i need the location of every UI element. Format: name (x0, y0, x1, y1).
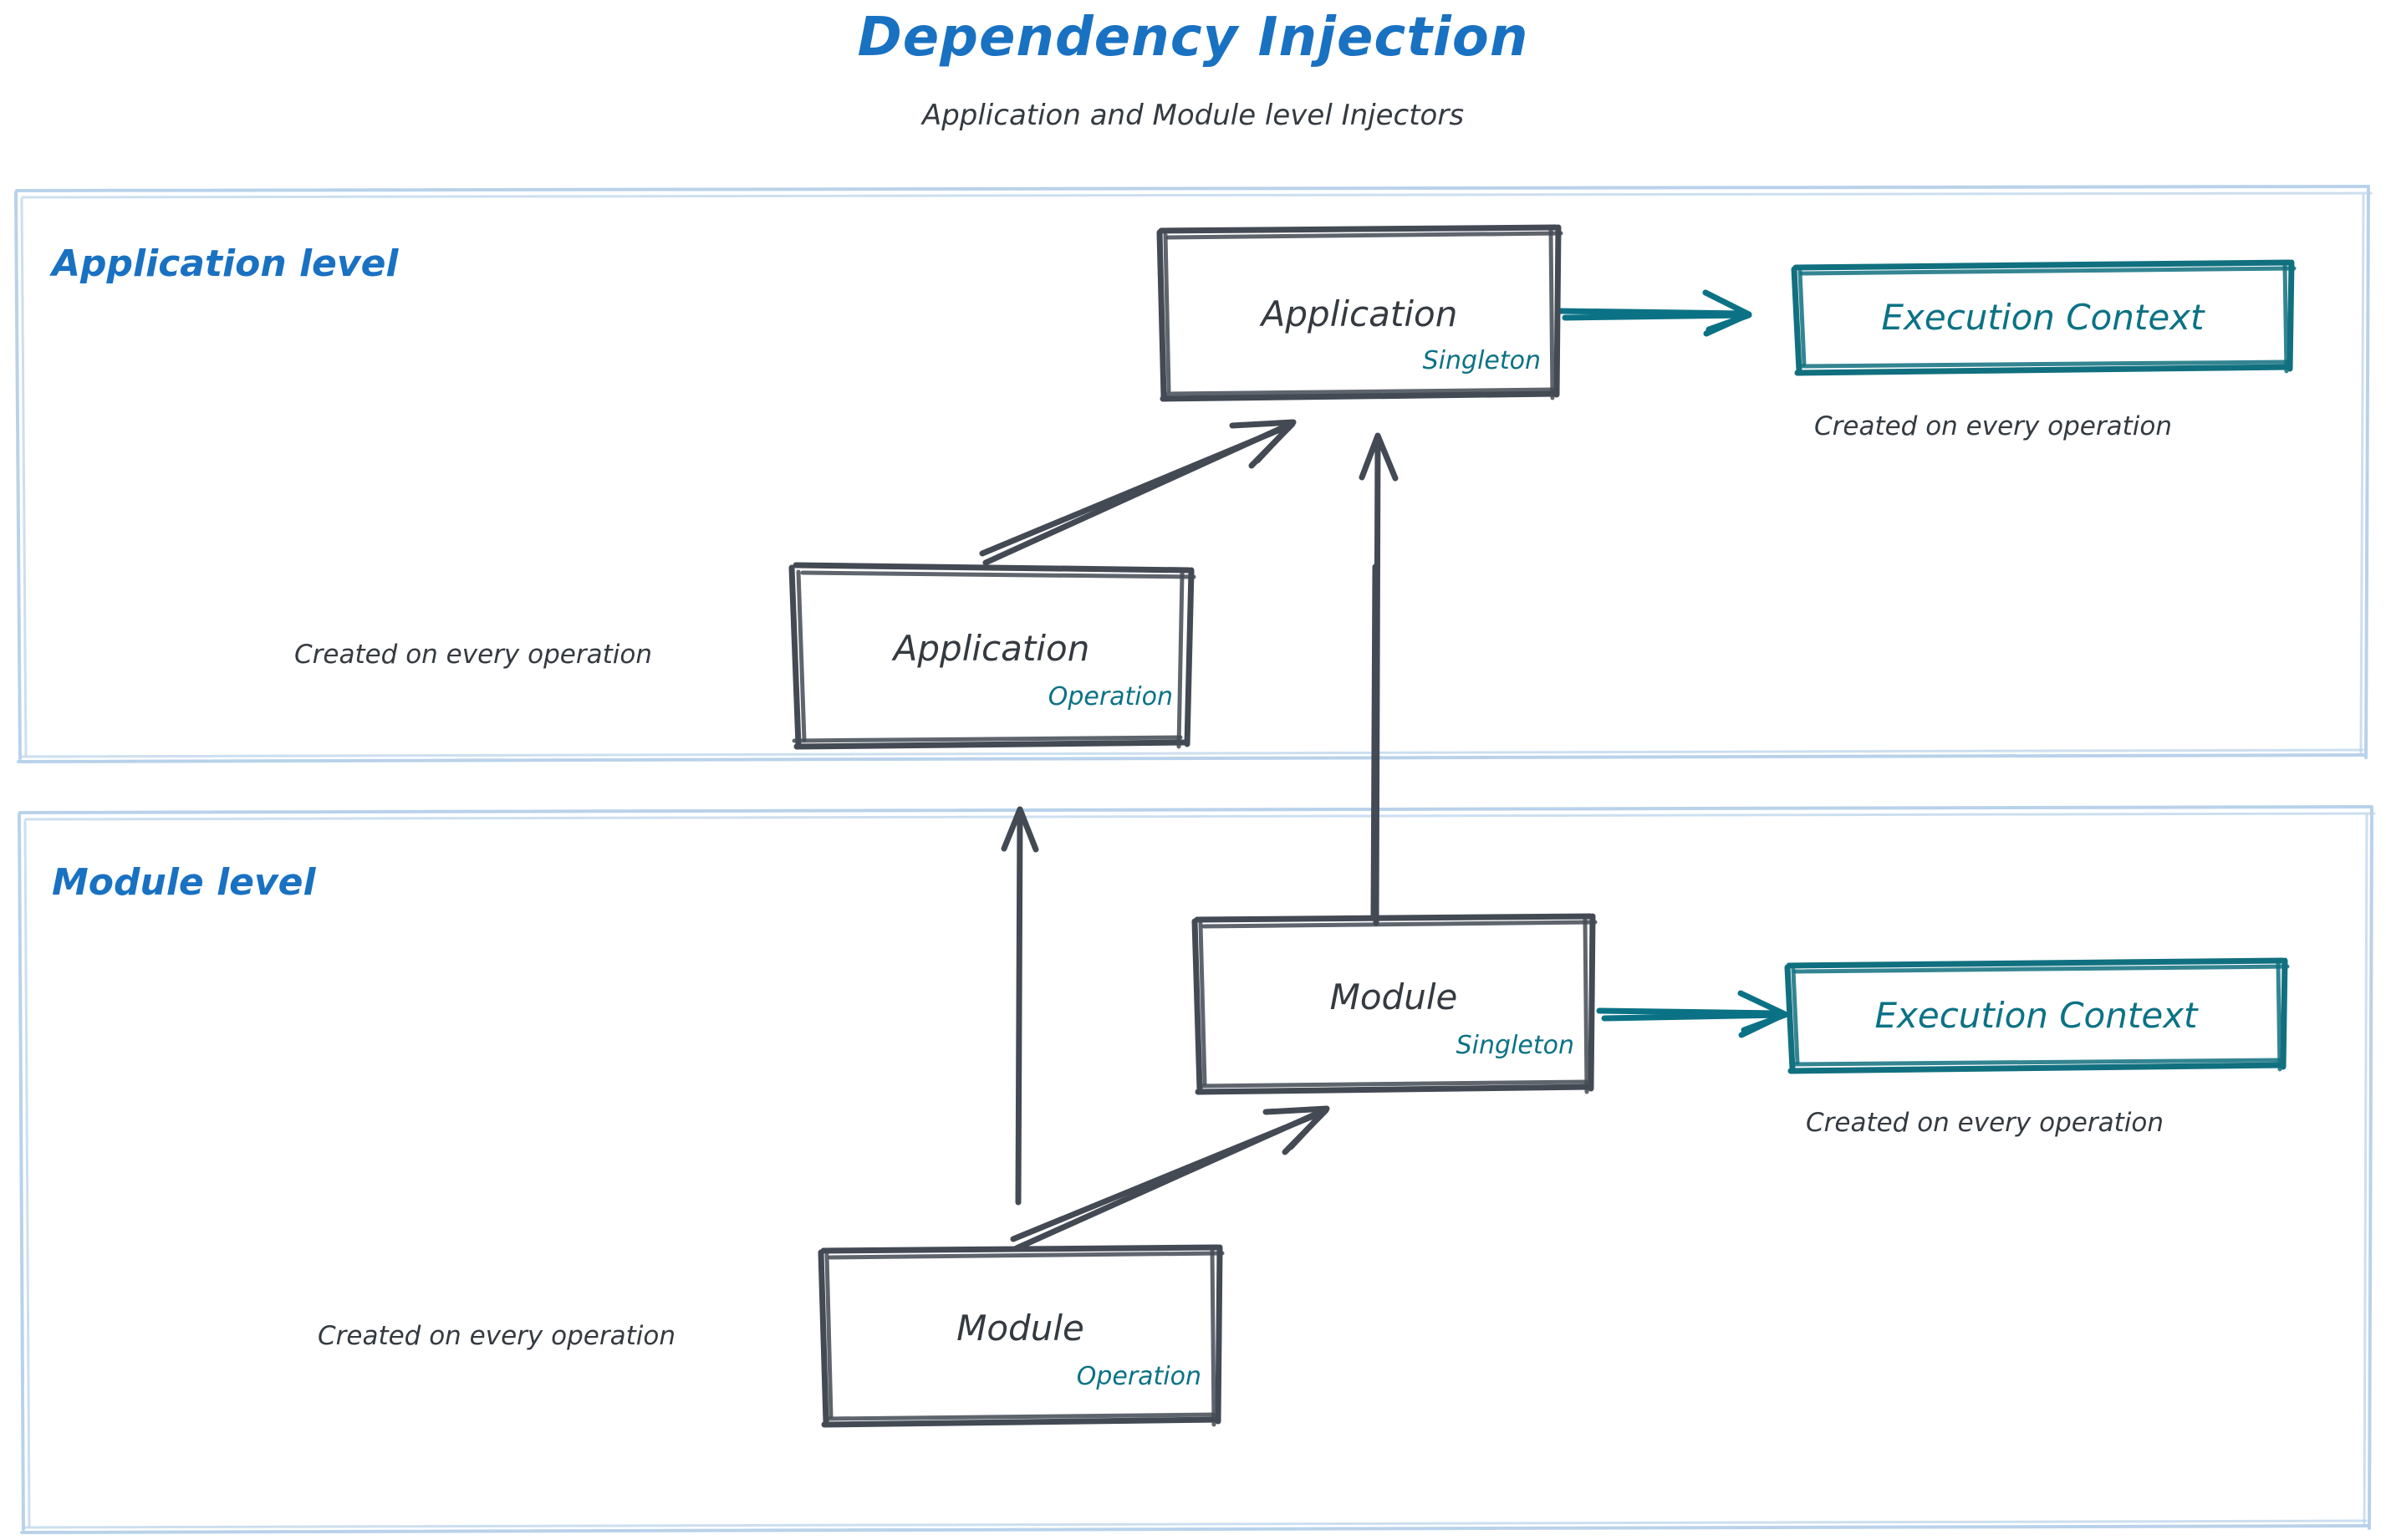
section-module-level-border (18, 805, 2376, 1534)
diagram-title: Dependency Injection (857, 7, 1529, 69)
arrow-app-singleton-to-exec-context (1555, 289, 1752, 337)
node-scope-application-singleton: Singleton (1422, 346, 1541, 375)
node-module-operation[interactable]: Module Operation (821, 1247, 1220, 1425)
node-box-module-singleton[interactable] (1191, 913, 1598, 1095)
section-label-module-level: Module level (52, 861, 316, 904)
note-application-operation: Created on every operation (294, 640, 652, 670)
note-module-operation: Created on every operation (318, 1321, 676, 1351)
node-box-application-execution-context[interactable] (1791, 259, 2297, 376)
node-title-module-execution-context: Execution Context (1874, 995, 2198, 1036)
node-title-module-operation: Module (956, 1308, 1084, 1349)
arrow-module-singleton-to-app-singleton (1359, 432, 1399, 926)
node-application-operation[interactable]: Application Operation (792, 565, 1191, 747)
node-title-application-singleton: Application (1261, 293, 1458, 334)
arrow-module-singleton-to-exec-context (1596, 990, 1788, 1038)
diagram-subtitle: Application and Module level Injectors (921, 99, 1465, 132)
node-box-application-singleton[interactable] (1156, 224, 1563, 402)
node-module-singleton[interactable]: Module Singleton (1195, 916, 1593, 1092)
node-application-execution-context[interactable]: Execution Context (1794, 263, 2292, 373)
arrow-module-operation-to-application-level (1001, 806, 1039, 1206)
node-box-module-execution-context[interactable] (1784, 957, 2290, 1074)
note-application-execution-context: Created on every operation (1814, 411, 2172, 441)
node-scope-module-singleton: Singleton (1456, 1031, 1574, 1060)
node-application-singleton[interactable]: Application Singleton (1160, 227, 1559, 400)
section-application-level-border (14, 185, 2373, 763)
node-title-module-singleton: Module (1329, 977, 1458, 1017)
node-box-application-operation[interactable] (788, 562, 1196, 750)
node-title-application-operation: Application (893, 628, 1090, 669)
node-module-execution-context[interactable]: Execution Context (1787, 961, 2285, 1071)
node-title-application-execution-context: Execution Context (1881, 297, 2205, 338)
node-box-module-operation[interactable] (818, 1244, 1225, 1428)
arrow-app-operation-to-app-singleton (979, 419, 1297, 566)
node-scope-module-operation: Operation (1076, 1362, 1201, 1391)
note-module-execution-context: Created on every operation (1806, 1108, 2164, 1138)
section-label-application-level: Application level (52, 242, 399, 285)
arrow-module-operation-to-module-singleton (1010, 1105, 1330, 1252)
node-scope-application-operation: Operation (1048, 682, 1173, 711)
